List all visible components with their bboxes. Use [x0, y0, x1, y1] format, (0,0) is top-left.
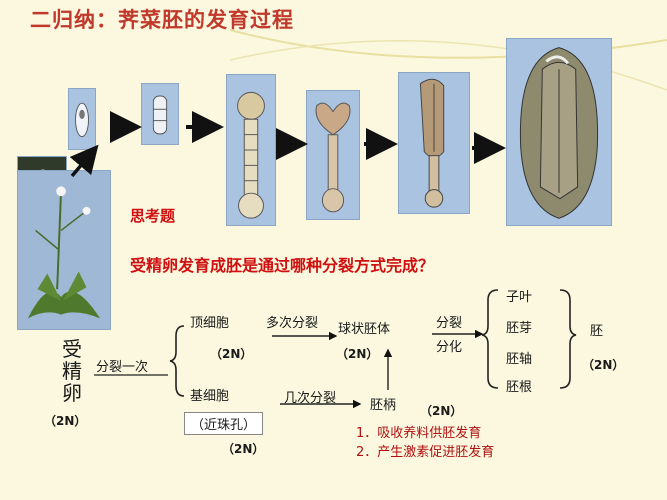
apical-cell-ploidy: （2N）	[210, 347, 253, 361]
division-once-label: 分裂一次	[96, 360, 149, 375]
globular-embryo-label: 球状胚体	[338, 322, 391, 337]
stage-mature-embryo-image	[506, 38, 612, 226]
stage-torpedo-embryo-image	[398, 72, 470, 214]
multi-division-label: 多次分裂	[266, 316, 319, 331]
globular-embryo-ploidy: （2N）	[336, 347, 379, 361]
zygote-ploidy: （2N）	[44, 414, 87, 428]
question-heading: 思考题	[130, 207, 176, 225]
suspensor-role-1: 1．吸收养料供胚发育	[356, 426, 482, 441]
differentiate-label: 分化	[436, 340, 463, 355]
divide-label: 分裂	[436, 316, 463, 331]
part-hypocotyl: 胚轴	[506, 352, 533, 367]
shepherds-purse-plant-image	[17, 170, 111, 330]
stage-proembryo-image	[226, 74, 276, 226]
apical-cell-label: 顶细胞	[190, 316, 230, 331]
basal-cell-ploidy: （2N）	[222, 442, 265, 456]
several-division-label: 几次分裂	[284, 391, 337, 406]
suspensor-label: 胚柄	[370, 398, 397, 413]
page-title: 二归纳：荠菜胚的发育过程	[30, 8, 294, 32]
part-plumule: 胚芽	[506, 321, 533, 336]
question-text: 受精卵发育成胚是通过哪种分裂方式完成？	[130, 256, 435, 275]
part-cotyledon: 子叶	[506, 290, 533, 305]
embryo-ploidy: （2N）	[582, 358, 625, 372]
suspensor-ploidy: （2N）	[420, 404, 463, 418]
basal-cell-label: 基细胞	[190, 389, 230, 404]
suspensor-role-2: 2．产生激素促进胚发育	[356, 445, 495, 460]
zygote-label: 受精卵	[62, 337, 82, 405]
stage-zygote-image	[68, 88, 96, 150]
embryo-label: 胚	[590, 324, 604, 339]
basal-cell-micropyle-note: （近珠孔）	[184, 412, 264, 435]
part-radicle: 胚根	[506, 380, 533, 395]
